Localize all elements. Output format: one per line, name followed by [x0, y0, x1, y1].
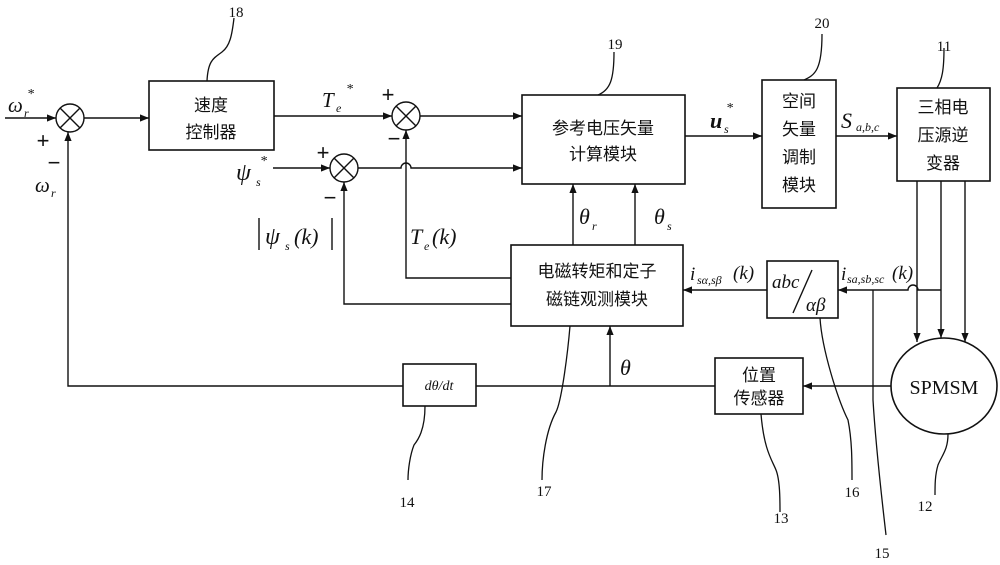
- flux-minus-sign: −: [324, 185, 337, 210]
- ref-17: 17: [537, 484, 553, 500]
- svg-text:s: s: [724, 122, 729, 136]
- inverter-line2: 压源逆: [918, 126, 969, 146]
- label-omega-ref: ω r *: [8, 87, 34, 120]
- label-i-abc: i sa,sb,sc (k): [841, 263, 913, 286]
- inverter-block: 三相电 压源逆 变器: [896, 87, 991, 182]
- svm-line2: 矢量: [782, 120, 816, 140]
- svg-text:sα,sβ: sα,sβ: [697, 273, 722, 287]
- observer-line1: 电磁转矩和定子: [538, 262, 657, 282]
- flux-summing-junction: [329, 153, 359, 183]
- observer-block: 电磁转矩和定子 磁链观测模块: [510, 244, 684, 327]
- speed-plus-sign: +: [37, 128, 50, 153]
- motor-label: SPMSM: [910, 377, 979, 399]
- svg-text:s: s: [256, 175, 261, 189]
- label-i-alpha-beta: i sα,sβ (k): [690, 263, 754, 287]
- svg-text:r: r: [51, 186, 56, 200]
- position-sensor-line1: 位置: [742, 366, 776, 386]
- label-te-k: T e (k): [410, 224, 456, 253]
- speed-controller-line2: 控制器: [186, 123, 237, 143]
- svg-text:*: *: [726, 101, 733, 116]
- spmsm-motor: SPMSM: [890, 337, 998, 435]
- clarke-top: abc: [772, 272, 800, 293]
- svg-text:(k): (k): [892, 263, 913, 284]
- label-psi-k: ψ s (k): [258, 218, 333, 253]
- torque-feedback-line: [402, 130, 511, 279]
- svg-text:S: S: [841, 108, 852, 133]
- svg-text:u: u: [710, 108, 722, 133]
- svg-text:θ: θ: [654, 204, 665, 229]
- svg-text:s: s: [667, 219, 672, 233]
- svg-text:i: i: [690, 264, 695, 285]
- label-psi-ref: ψ s *: [236, 154, 267, 189]
- svg-text:r: r: [24, 106, 29, 120]
- position-sensor-block: 位置 传感器: [714, 357, 804, 415]
- ref-11: 11: [937, 39, 951, 55]
- svg-text:T: T: [410, 224, 424, 249]
- derivative-block: dθ/dt: [402, 363, 477, 407]
- flux-error-line: [358, 162, 522, 172]
- svg-text:r: r: [592, 219, 597, 233]
- svg-text:ω: ω: [35, 173, 50, 197]
- svg-text:sa,sb,sc: sa,sb,sc: [847, 272, 885, 286]
- flux-feedback-line: [340, 182, 511, 305]
- svg-text:*: *: [27, 87, 34, 102]
- inverter-line1: 三相电: [918, 98, 969, 118]
- ref-12: 12: [918, 499, 933, 515]
- label-theta-r: θ r: [579, 204, 597, 233]
- ref-voltage-block: 参考电压矢量 计算模块: [521, 94, 686, 185]
- clarke-bottom: αβ: [806, 295, 826, 316]
- svg-text:ω: ω: [8, 93, 23, 117]
- svg-text:s: s: [285, 239, 290, 253]
- current-sense-line: [838, 284, 941, 294]
- ref-13: 13: [774, 511, 789, 527]
- svg-text:(k): (k): [733, 263, 754, 284]
- svg-text:T: T: [322, 88, 335, 112]
- svg-text:*: *: [260, 154, 267, 169]
- inverter-line3: 变器: [926, 154, 960, 174]
- speed-controller-line1: 速度: [194, 96, 228, 116]
- svg-text:*: *: [346, 82, 353, 97]
- svm-line1: 空间: [782, 92, 816, 112]
- label-theta-s: θ s: [654, 204, 672, 233]
- label-te-ref: T e *: [322, 82, 353, 115]
- svg-text:(k): (k): [432, 224, 456, 249]
- svg-text:e: e: [336, 101, 342, 115]
- speed-controller-block: 速度 控制器: [148, 80, 275, 151]
- svm-line4: 模块: [782, 176, 816, 196]
- svg-text:i: i: [841, 264, 846, 285]
- torque-plus-sign: +: [382, 82, 395, 107]
- ref-18: 18: [229, 5, 244, 21]
- observer-line2: 磁链观测模块: [546, 290, 648, 310]
- svg-text:ψ: ψ: [265, 224, 281, 250]
- ref-16: 16: [845, 485, 861, 501]
- svm-block: 空间 矢量 调制 模块: [761, 79, 837, 209]
- ref-voltage-line2: 计算模块: [569, 145, 637, 165]
- svg-text:e: e: [424, 239, 430, 253]
- speed-summing-junction: [55, 103, 85, 133]
- ref-14: 14: [400, 495, 416, 511]
- speed-minus-sign: −: [48, 150, 61, 175]
- ref-20: 20: [815, 16, 830, 32]
- label-sabc: S a,b,c: [841, 108, 880, 134]
- label-us-ref: u s *: [710, 101, 733, 136]
- flux-plus-sign: +: [317, 140, 330, 165]
- svg-text:a,b,c: a,b,c: [856, 120, 880, 134]
- svm-line3: 调制: [782, 148, 816, 168]
- signal-lines: [5, 112, 969, 390]
- clarke-transform-block: abc αβ: [766, 260, 839, 319]
- label-omega: ω r: [35, 173, 56, 200]
- svg-text:(k): (k): [294, 224, 318, 249]
- speed-feedback-line: [64, 132, 403, 387]
- leader-lines: [206, 17, 949, 536]
- svg-text:ψ: ψ: [236, 160, 252, 186]
- position-sensor-line2: 传感器: [734, 389, 785, 409]
- svg-text:θ: θ: [579, 204, 590, 229]
- derivative-label: dθ/dt: [425, 379, 455, 394]
- torque-minus-sign: −: [388, 126, 401, 151]
- ref-voltage-line1: 参考电压矢量: [552, 119, 654, 139]
- ref-19: 19: [608, 37, 623, 53]
- label-theta: θ: [620, 355, 631, 380]
- ref-15: 15: [875, 546, 890, 562]
